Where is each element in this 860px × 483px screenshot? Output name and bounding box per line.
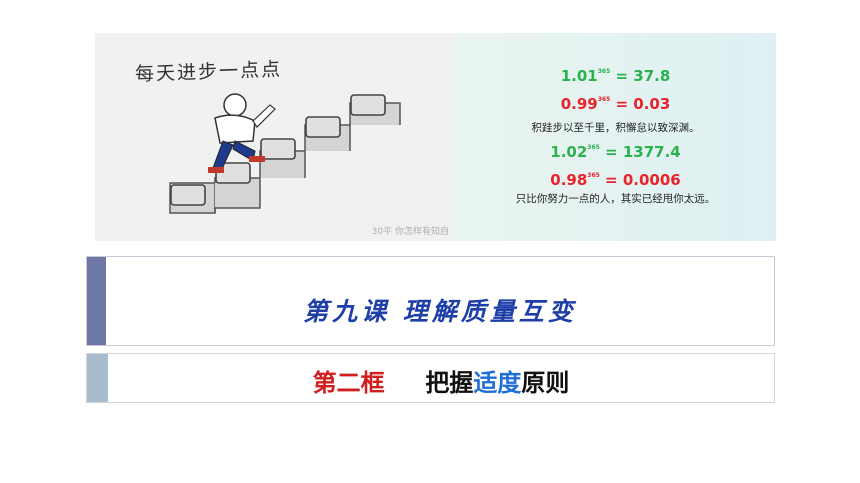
caption-2: 只比你努力一点的人，其实已经甩你太远。 [515, 193, 716, 205]
stairs-drawing [169, 93, 401, 214]
title-accent-bar [87, 257, 106, 345]
equations-panel: 1.01365 = 37.8 0.99365 = 0.03 积跬步以至千里，积懈… [455, 33, 776, 241]
watermark-text: 30平 你怎样有知自 [371, 227, 449, 237]
equation-3: 1.02365 = 1377.4 [550, 143, 681, 161]
section-title-part-a: 把握 [425, 369, 474, 397]
section-title-box: 第二框 把握适度原则 [86, 353, 775, 403]
equation-4: 0.98365 = 0.0006 [550, 171, 681, 189]
equation-2: 0.99365 = 0.03 [560, 95, 671, 113]
section-number: 第二框 [312, 369, 385, 397]
section-title-part-b: 原则 [521, 369, 570, 397]
banner-image: 每天进步一点点 [95, 33, 776, 241]
stairs-illustration: 每天进步一点点 [95, 33, 455, 241]
lesson-title-box: 第九课 理解质量互变 [86, 256, 775, 346]
caption-1: 积跬步以至千里，积懈怠以致深渊。 [531, 122, 700, 134]
climbing-figure [208, 93, 276, 173]
lesson-title: 第九课 理解质量互变 [303, 297, 577, 326]
section-title: 第二框 把握适度原则 [108, 363, 774, 398]
equation-1: 1.01365 = 37.8 [560, 67, 671, 85]
subtitle-accent-bar [87, 354, 108, 402]
section-title-highlight: 适度 [473, 369, 522, 397]
